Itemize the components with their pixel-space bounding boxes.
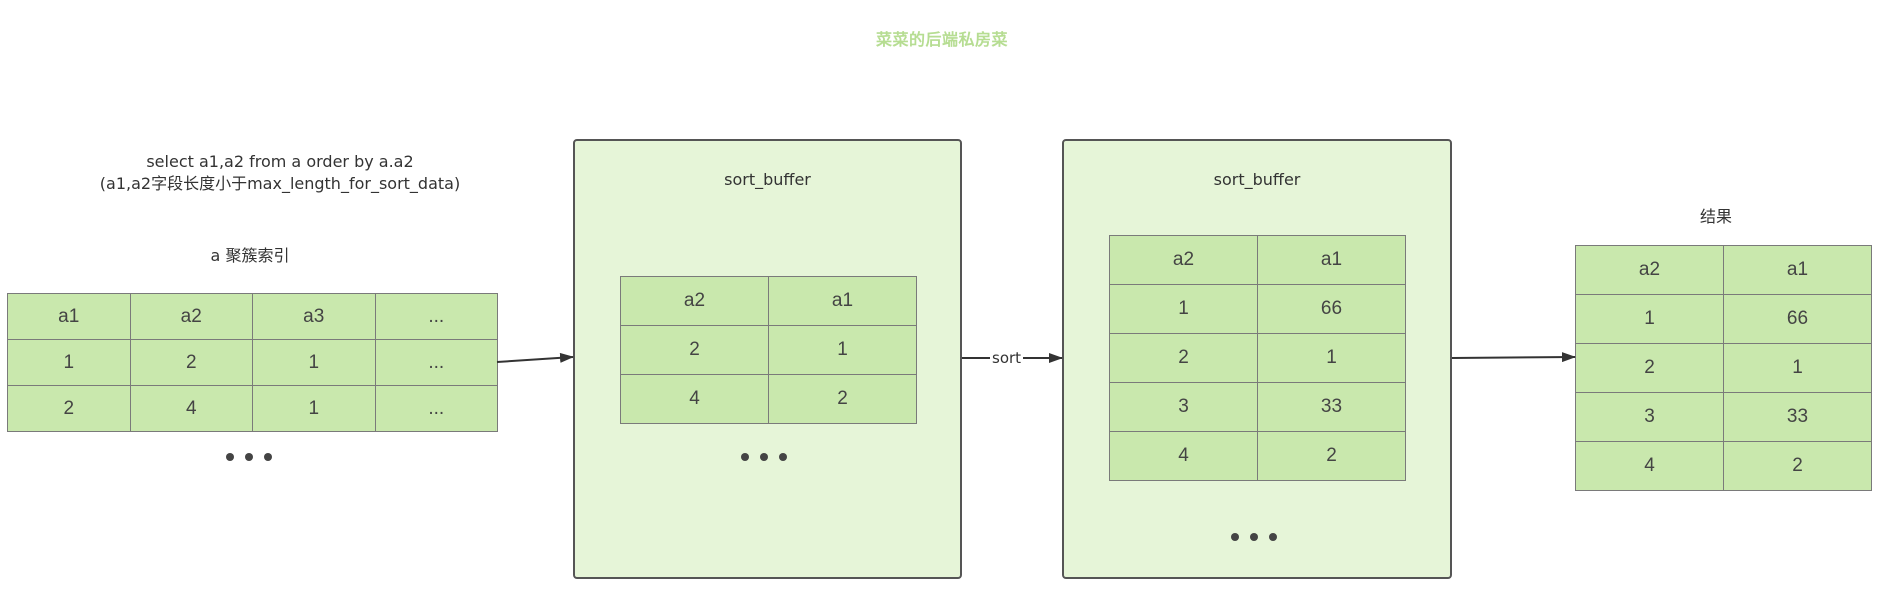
table-cell: ... [374, 293, 498, 340]
table-row: 2 4 1 ... [7, 385, 498, 432]
table-row: 2 1 [1575, 343, 1872, 393]
query-caption: select a1,a2 from a order by a.a2 (a1,a2… [60, 151, 500, 195]
table-cell: a1 [1723, 245, 1872, 295]
table-cell: 4 [129, 385, 253, 432]
table-cell: 4 [1109, 431, 1258, 481]
arrow-buffer-to-result [1451, 352, 1576, 363]
table-row: 4 2 [620, 374, 917, 424]
sort-buffer-title-1: sort_buffer [724, 170, 811, 189]
arrow-index-to-buffer [496, 352, 574, 363]
table-cell: 1 [252, 385, 376, 432]
table-cell: a1 [7, 293, 131, 340]
table-row: 4 2 [1109, 431, 1406, 481]
watermark: 菜菜的后端私房菜 [875, 30, 1008, 49]
table-cell: 4 [620, 374, 769, 424]
table-row: a2 a1 [1109, 235, 1406, 285]
table-cell: 2 [1723, 441, 1872, 491]
table-cell: 2 [768, 374, 917, 424]
table-cell: 2 [1257, 431, 1406, 481]
table-cell: 2 [7, 385, 131, 432]
table-cell: ... [374, 339, 498, 386]
table-row: 1 2 1 ... [7, 339, 498, 386]
index-table: a1 a2 a3 ... 1 2 1 ... 2 4 1 ... [7, 293, 498, 432]
table-cell: 33 [1257, 382, 1406, 432]
query-line-2: (a1,a2字段长度小于max_length_for_sort_data) [99, 174, 461, 193]
sort-buffer-table-2: a2 a1 1 66 2 1 3 33 4 2 [1109, 235, 1406, 481]
ellipsis-dots-icon [226, 453, 272, 461]
ellipsis-dots-icon [1231, 533, 1277, 541]
table-cell: 4 [1575, 441, 1724, 491]
table-cell: a1 [1257, 235, 1406, 285]
table-cell: 1 [1723, 343, 1872, 393]
result-title: 结果 [1699, 207, 1732, 226]
table-cell: a3 [252, 293, 376, 340]
table-cell: 1 [1109, 284, 1258, 334]
sort-buffer-title-2: sort_buffer [1213, 170, 1301, 189]
table-cell: 1 [7, 339, 131, 386]
table-cell: 1 [768, 325, 917, 375]
table-row: a1 a2 a3 ... [7, 293, 498, 340]
sort-buffer-table-1: a2 a1 2 1 4 2 [620, 276, 917, 424]
table-cell: 3 [1109, 382, 1258, 432]
table-cell: ... [374, 385, 498, 432]
table-cell: 33 [1723, 392, 1872, 442]
table-row: 4 2 [1575, 441, 1872, 491]
table-row: a2 a1 [620, 276, 917, 326]
table-cell: 2 [620, 325, 769, 375]
ellipsis-dots-icon [741, 453, 787, 461]
sort-label: sort [990, 349, 1024, 367]
table-cell: 1 [252, 339, 376, 386]
index-title: a 聚簇索引 [210, 246, 290, 265]
table-cell: a2 [1109, 235, 1258, 285]
table-row: 1 66 [1109, 284, 1406, 334]
table-cell: a2 [1575, 245, 1724, 295]
table-row: a2 a1 [1575, 245, 1872, 295]
table-row: 2 1 [620, 325, 917, 375]
query-line-1: select a1,a2 from a order by a.a2 [146, 152, 414, 171]
result-table: a2 a1 1 66 2 1 3 33 4 2 [1575, 245, 1872, 491]
table-cell: 1 [1575, 294, 1724, 344]
table-row: 3 33 [1109, 382, 1406, 432]
